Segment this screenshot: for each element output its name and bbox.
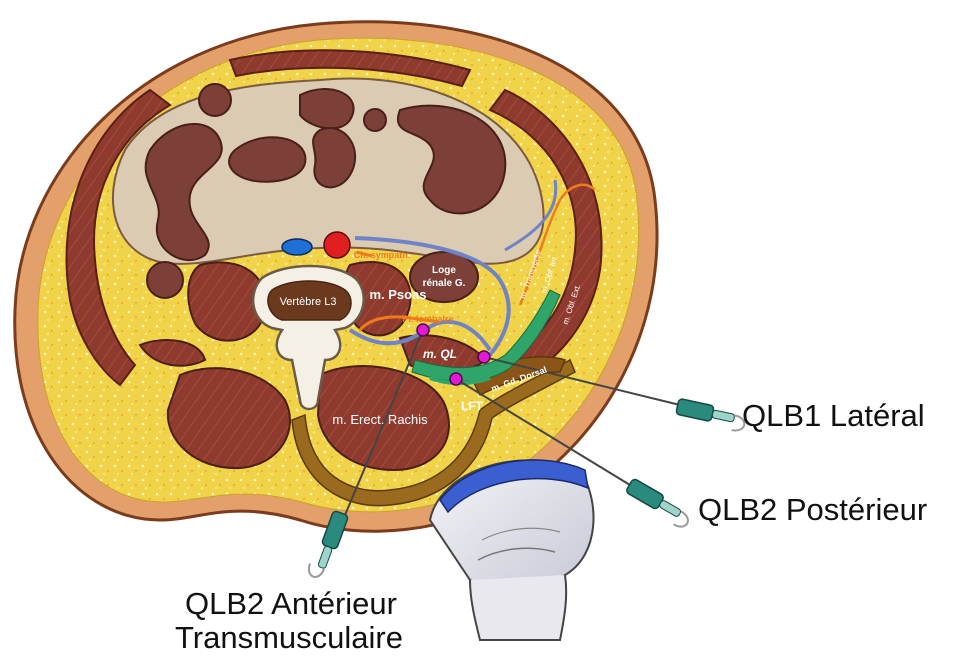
aorta [324,232,350,258]
needle-lateral-hub [675,398,747,432]
label-lumbar-plexus: Pl. lombaire [402,314,453,324]
target-anterior [417,324,429,336]
bowel-loop-6 [199,84,231,116]
label-kidney-1: Loge [432,265,456,276]
label-qlb2-anterior-line1: QLB2 Antérieur [185,586,397,622]
bowel-loop-7 [364,109,386,131]
ultrasound-probe [430,460,594,640]
label-psoas: m. Psoas [369,287,426,302]
needle-posterior-hub [623,478,693,530]
label-sympathetic: Ch. sympath. [354,250,411,260]
label-qlb2-anterior-line2: Transmusculaire [175,620,403,656]
target-lateral [478,351,490,363]
label-erector: m. Erect. Rachis [332,412,428,427]
label-ql: m. QL [423,347,457,361]
label-qlb2-posterior: QLB2 Postérieur [698,492,927,528]
label-vertebra: Vertèbre L3 [280,296,337,308]
target-posterior [450,373,462,385]
vena-cava [282,239,312,255]
label-tlf: LFT [461,399,484,413]
right-colon [147,262,183,298]
bowel-loop-3 [300,89,354,128]
bowel-loop-4 [313,128,355,187]
label-kidney-2: rénale G. [423,278,466,289]
label-qlb1-lateral: QLB1 Latéral [742,398,925,434]
